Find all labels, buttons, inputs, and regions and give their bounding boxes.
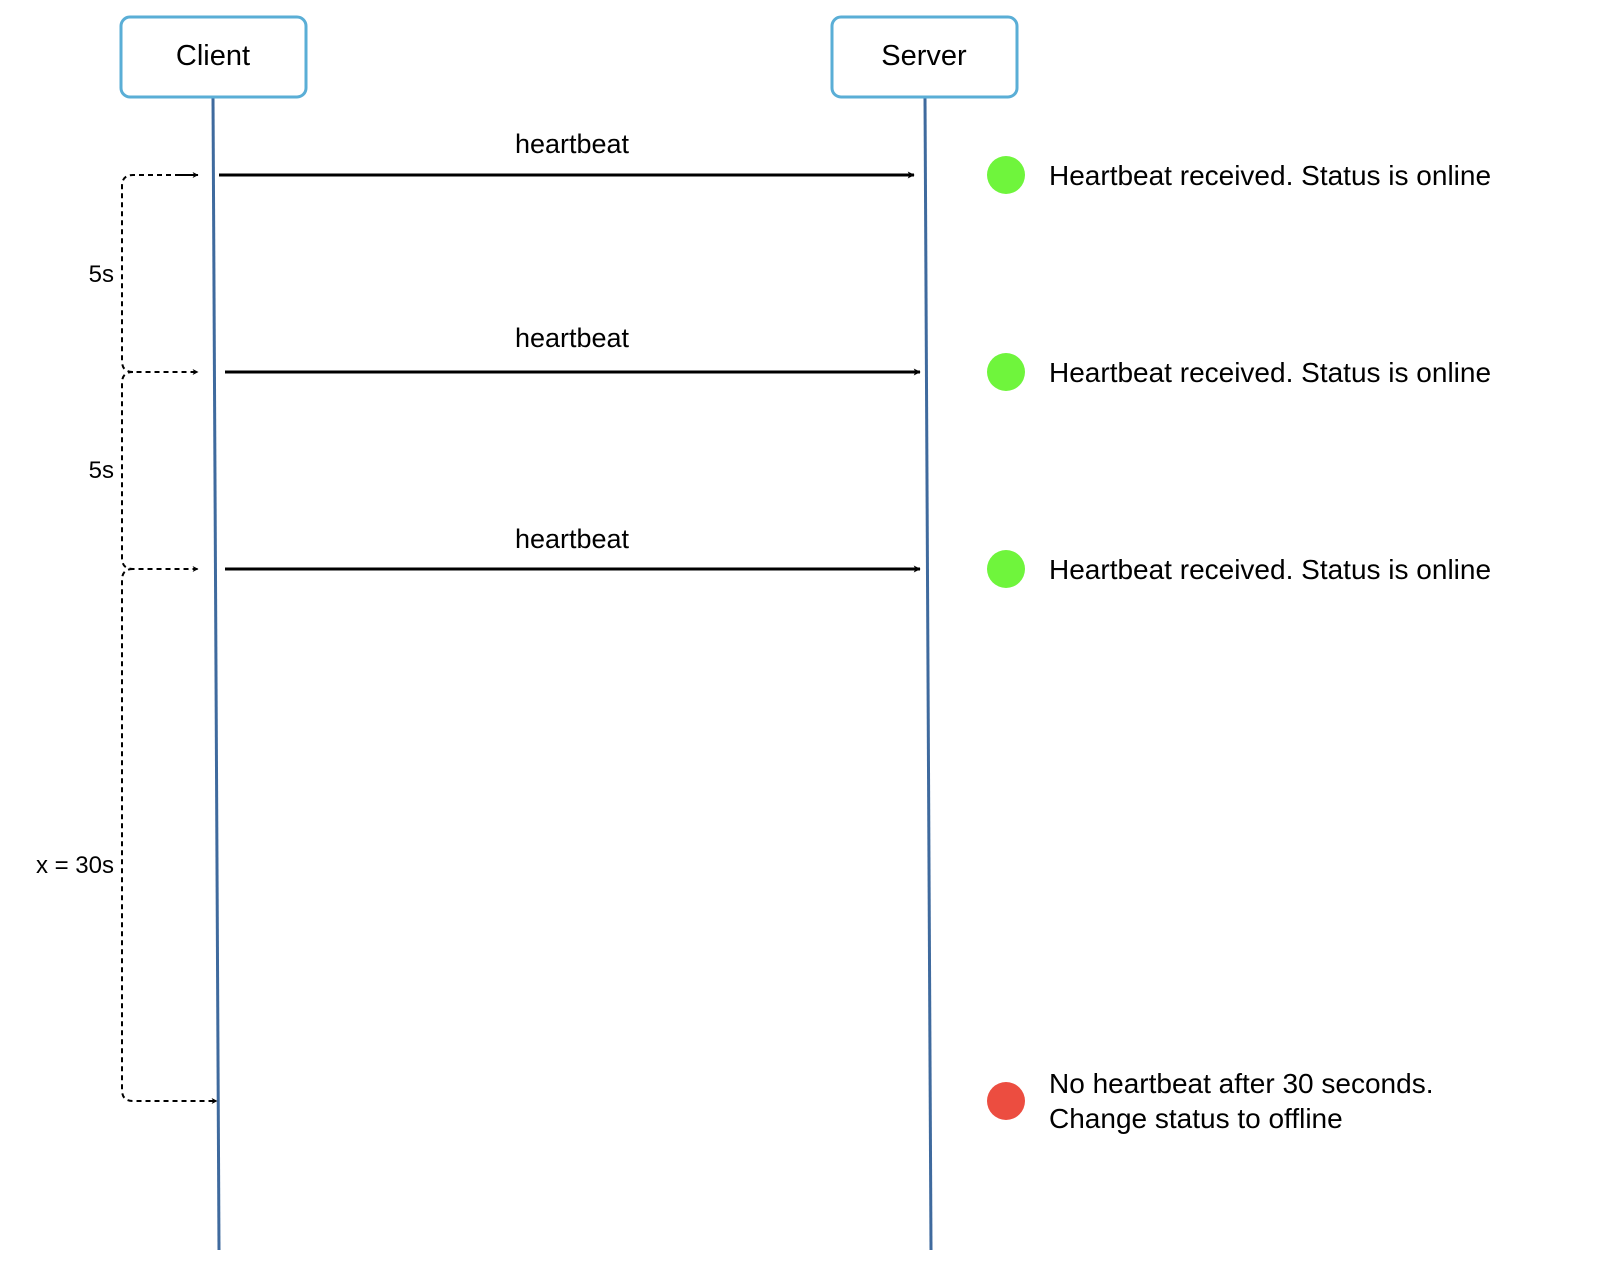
client-actor-box <box>119 15 308 99</box>
message-label: heartbeat <box>515 323 630 353</box>
status-text-line-1: No heartbeat after 30 seconds. <box>1049 1068 1433 1099</box>
offline-status-dot <box>987 1082 1025 1120</box>
online-status-dot <box>987 353 1025 391</box>
client-actor-label: Client <box>176 40 250 72</box>
interval-label: 5s <box>89 457 114 484</box>
interval-connector <box>121 174 199 375</box>
status-row-2: Heartbeat received. Status is online <box>987 353 1491 391</box>
status-row-4: No heartbeat after 30 seconds. Change st… <box>987 1068 1433 1134</box>
interval-connector <box>121 371 199 572</box>
interval-bracket-3: x = 30s <box>36 568 218 1104</box>
client-actor: Client <box>119 15 308 99</box>
server-actor-box <box>830 15 1019 99</box>
message-heartbeat-3: heartbeat <box>225 524 921 573</box>
message-heartbeat-2: heartbeat <box>225 323 921 376</box>
status-text: Heartbeat received. Status is online <box>1049 160 1491 191</box>
client-lifeline <box>211 96 221 1251</box>
status-text: Heartbeat received. Status is online <box>1049 554 1491 585</box>
status-text-line-2: Change status to offline <box>1049 1103 1343 1134</box>
status-text: Heartbeat received. Status is online <box>1049 357 1491 388</box>
server-actor-label: Server <box>881 40 967 72</box>
message-label: heartbeat <box>515 524 630 554</box>
server-lifeline <box>923 96 933 1251</box>
online-status-dot <box>987 156 1025 194</box>
message-label: heartbeat <box>515 129 630 159</box>
interval-connector <box>121 568 218 1104</box>
interval-bracket-2: 5s <box>89 371 199 572</box>
online-status-dot <box>987 550 1025 588</box>
interval-label: x = 30s <box>36 852 114 879</box>
interval-bracket-1: 5s <box>89 172 199 375</box>
message-heartbeat-1: heartbeat <box>219 129 915 179</box>
server-actor: Server <box>830 15 1019 99</box>
status-row-3: Heartbeat received. Status is online <box>987 550 1491 588</box>
interval-label: 5s <box>89 261 114 288</box>
status-row-1: Heartbeat received. Status is online <box>987 156 1491 194</box>
